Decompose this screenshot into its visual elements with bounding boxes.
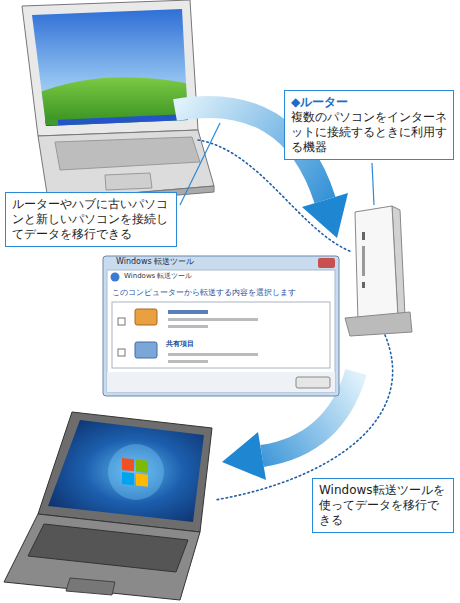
list-box — [112, 302, 330, 368]
logo-tile — [136, 473, 148, 486]
taskbar — [30, 114, 190, 130]
router-led — [362, 246, 365, 276]
wallpaper-hill — [30, 77, 190, 130]
new-laptop — [4, 412, 212, 600]
screen-text: Windows 転送ツール — [116, 257, 194, 267]
checkbox — [118, 318, 125, 325]
callout-box: Windows転送ツールを使ってデータを移行できる — [312, 478, 454, 533]
callout-box: ルーターやハブに古いパソコンと新しいパソコンを接続してデータを移行できる — [5, 192, 177, 247]
router-led — [362, 282, 365, 288]
arrow-head — [222, 432, 266, 480]
start-button — [44, 119, 58, 125]
laptop-base — [4, 514, 200, 600]
screen-text: Windows 転送ツール — [124, 272, 192, 280]
leader-line — [180, 123, 220, 205]
callout-box: ◆ルーター複数のパソコンをインターネットに接続するときに利用する機器 — [284, 90, 454, 160]
item-detail — [168, 325, 208, 328]
window-frame — [103, 256, 339, 396]
logo-tile — [136, 459, 148, 472]
logo-tile — [122, 458, 134, 471]
router — [345, 206, 412, 336]
item-icon — [135, 309, 157, 325]
item-detail — [168, 353, 258, 356]
close-button — [318, 258, 335, 268]
item-icon — [135, 342, 157, 358]
touchpad — [105, 173, 152, 190]
leader-line — [372, 163, 374, 205]
callout-text: 複数のパソコンをインターネットに接続するときに利用する機器 — [291, 110, 447, 155]
arrow-head — [302, 193, 348, 238]
screen-text: 共有項目 — [166, 340, 194, 348]
router-stand — [345, 312, 412, 336]
laptop-lid — [38, 412, 212, 532]
router-body — [355, 206, 398, 322]
logo-glow — [108, 444, 164, 500]
item-detail — [168, 360, 208, 363]
screen-text: このコンピューターから転送する内容を選択します — [112, 288, 296, 298]
back-button — [111, 273, 120, 282]
window-content — [107, 270, 335, 392]
button-bar — [107, 372, 335, 392]
router-led — [362, 232, 365, 240]
laptop-screen — [48, 420, 204, 522]
laptop-lid — [22, 0, 198, 136]
screenshot-window — [103, 256, 339, 396]
next-button — [296, 377, 330, 388]
keyboard — [28, 524, 188, 572]
item-detail — [168, 318, 258, 321]
keyboard — [55, 137, 200, 170]
callout-text: ルーターやハブに古いパソコンと新しいパソコンを接続してデータを移行できる — [12, 197, 170, 242]
callout-heading: ◆ルーター — [291, 95, 447, 110]
logo-tile — [122, 472, 134, 485]
item-detail — [168, 310, 208, 314]
touchpad — [66, 578, 115, 595]
checkbox — [118, 349, 125, 356]
callout-text: Windows転送ツールを使ってデータを移行できる — [319, 483, 447, 528]
